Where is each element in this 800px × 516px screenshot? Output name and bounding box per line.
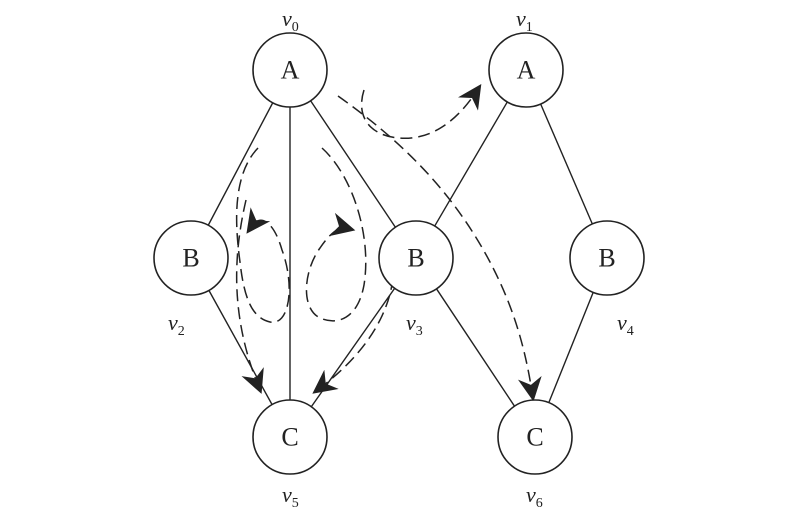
- node-v2: B: [153, 220, 229, 296]
- node-v0: A: [252, 32, 328, 108]
- edge-v2-v5: [208, 290, 273, 405]
- node-circle: [488, 32, 564, 108]
- node-v6: C: [497, 399, 573, 475]
- edge-v1-v3: [434, 101, 508, 227]
- vertex-label-v2: v2: [168, 310, 185, 339]
- node-circle: [497, 399, 573, 475]
- edge-v3-v6: [435, 288, 516, 407]
- dashed-arrows: [235, 84, 542, 402]
- node-v1: A: [488, 32, 564, 108]
- node-circle: [252, 399, 328, 475]
- dashed-arrow-left-loop: [235, 147, 290, 323]
- node-v4: B: [569, 220, 645, 296]
- node-label: C: [281, 423, 298, 452]
- vertex-label-v0: v0: [282, 6, 299, 35]
- dashed-arrow-middle-loop: [305, 147, 367, 322]
- vertex-label-v4: v4: [617, 310, 634, 339]
- dashed-arrow-left-down: [235, 199, 264, 394]
- node-circle: [153, 220, 229, 296]
- dashed-arrow-to-v6: [337, 95, 542, 402]
- dashed-arrow-to-v1: [360, 84, 482, 140]
- node-v3: B: [378, 220, 454, 296]
- vertex-label-v3: v3: [406, 310, 423, 339]
- vertex-label-v1: v1: [516, 6, 533, 35]
- vertex-label-v6: v6: [526, 482, 543, 511]
- edge-v1-v4: [539, 103, 594, 225]
- edge-v0-v2: [207, 102, 274, 226]
- node-circle: [569, 220, 645, 296]
- edge-v0-v3: [310, 100, 396, 228]
- node-label: B: [182, 244, 199, 273]
- edges-layer: [207, 100, 594, 408]
- node-label: B: [407, 244, 424, 273]
- node-v5: C: [252, 399, 328, 475]
- edge-v4-v6: [548, 292, 594, 403]
- edge-v3-v5: [310, 287, 396, 408]
- vertex-label-v5: v5: [282, 482, 299, 511]
- node-label: C: [526, 423, 543, 452]
- dashed-arrow-middle-down: [312, 277, 394, 394]
- node-circle: [378, 220, 454, 296]
- node-circle: [252, 32, 328, 108]
- node-label: A: [281, 56, 300, 85]
- node-label: A: [517, 56, 536, 85]
- node-label: B: [598, 244, 615, 273]
